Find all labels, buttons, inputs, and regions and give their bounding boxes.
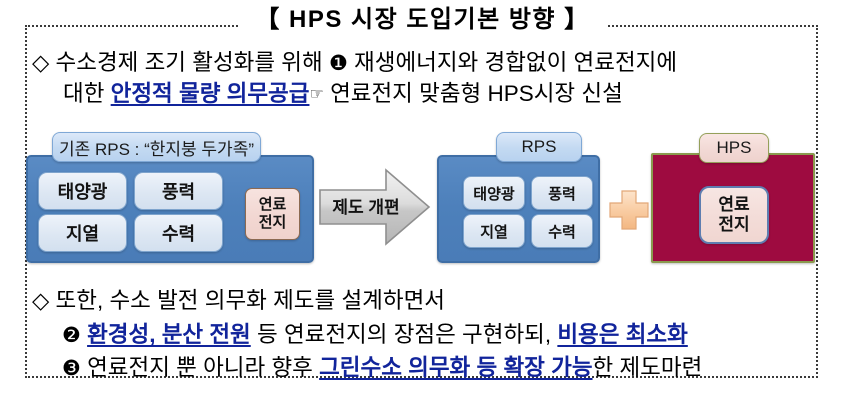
chip-wind-left: 풍력	[134, 172, 223, 210]
chip-fuel-cell-hps-line2: 전지	[718, 215, 750, 234]
tab-hps-label: HPS	[716, 138, 752, 157]
number-badge-3: ❸	[62, 357, 81, 380]
item-2-line: ❷ 환경성, 분산 전원 등 연료전지의 장점은 구현하되, 비용은 최소화	[62, 319, 688, 351]
arrow-label: 제도 개편	[332, 198, 400, 217]
number-badge-2: ❷	[62, 324, 81, 347]
highlight-stable-supply: 안정적 물량 의무공급	[110, 81, 310, 106]
tab-new-rps-label: RPS	[521, 137, 557, 156]
chip-fuel-cell-hps: 연료 전지	[699, 186, 769, 244]
chip-fuel-cell-hps-line1: 연료	[718, 194, 750, 214]
chip-solar-left: 태양광	[38, 172, 127, 210]
pointing-hand-icon: ☞	[309, 86, 324, 103]
chip-fuel-cell-left: 연료 전지	[245, 188, 300, 240]
item-3-post-text: 한 제도마련	[592, 355, 703, 380]
item-3-line: ❸ 연료전지 뿐 아니라 향후 그린수소 의무화 등 확장 가능한 제도마련	[62, 352, 702, 384]
item-3-pre-text: 연료전지 뿐 아니라 향후	[87, 355, 320, 380]
chip-wind-right-label: 풍력	[548, 185, 576, 203]
bullet-1-line-2: 대한 안정적 물량 의무공급☞ 연료전지 맞춤형 HPS시장 신설	[63, 78, 623, 110]
bullet-1-line-1-post: 재생에너지와 경합없이 연료전지에	[347, 50, 678, 75]
bullet-2-text: ◇ 또한, 수소 발전 의무화 제도를 설계하면서	[32, 288, 445, 313]
chip-fuel-cell-left-line1: 연료	[258, 196, 287, 214]
bullet-1-line-2-pre: 대한	[63, 81, 111, 106]
chip-geothermal-right-label: 지열	[480, 223, 508, 241]
tab-existing-rps: 기존 RPS : “한지붕 두가족”	[52, 132, 261, 162]
chip-fuel-cell-left-line2: 전지	[258, 214, 287, 231]
highlight-environment-distributed: 환경성, 분산 전원	[87, 322, 251, 347]
chip-geothermal-right: 지열	[463, 214, 525, 248]
tab-existing-rps-label: 기존 RPS : “한지붕 두가족”	[58, 139, 254, 159]
bullet-1-line-2-post: 연료전지 맞춤형 HPS시장 신설	[323, 81, 623, 106]
chip-hydro-left-label: 수력	[161, 224, 196, 244]
arrow-right-icon	[319, 168, 431, 246]
chip-geothermal-left: 지열	[38, 214, 127, 252]
chip-solar-left-label: 태양광	[57, 182, 108, 202]
tab-new-rps: RPS	[496, 132, 582, 162]
bullet-2-line: ◇ 또한, 수소 발전 의무화 제도를 설계하면서	[32, 285, 445, 316]
chip-hydro-left: 수력	[134, 214, 223, 252]
chip-wind-right: 풍력	[531, 176, 593, 210]
highlight-green-hydrogen-expansion: 그린수소 의무화 등 확장 가능	[319, 355, 593, 380]
chip-hydro-right-label: 수력	[548, 223, 576, 241]
chip-solar-right: 태양광	[463, 176, 525, 210]
chip-wind-left-label: 풍력	[161, 182, 196, 202]
chip-hydro-right: 수력	[531, 214, 593, 248]
number-badge-1: ❶	[328, 52, 348, 75]
tab-hps: HPS	[699, 133, 769, 163]
plus-connector	[608, 189, 650, 231]
chip-solar-right-label: 태양광	[473, 185, 515, 203]
item-2-mid-text: 등 연료전지의 장점은 구현하되,	[250, 322, 558, 347]
plus-icon	[609, 190, 649, 230]
bullet-1-line-1: ◇ 수소경제 조기 활성화를 위해 ❶ 재생에너지와 경합없이 연료전지에	[32, 47, 677, 79]
bullet-1-line-1-pre: ◇ 수소경제 조기 활성화를 위해	[32, 50, 329, 75]
chip-geothermal-left-label: 지열	[65, 224, 100, 244]
transform-arrow	[318, 168, 431, 246]
highlight-cost-minimize: 비용은 최소화	[557, 322, 688, 347]
